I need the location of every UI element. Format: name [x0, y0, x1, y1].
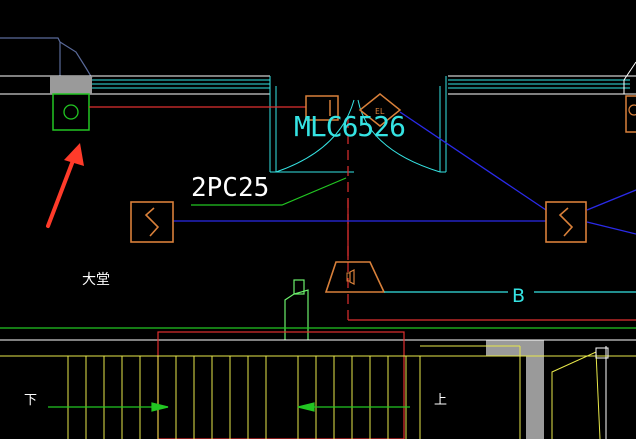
stair-down-label: 下	[24, 393, 37, 408]
speaker-icon[interactable]	[324, 261, 386, 293]
el-label: EL	[375, 107, 385, 116]
cable-label: 2PC25	[191, 173, 269, 203]
column-outline	[0, 37, 61, 76]
top-wall	[0, 75, 636, 95]
stair-direction-arrows	[48, 402, 410, 412]
red-circuit	[89, 106, 636, 321]
bus-label: B	[512, 285, 525, 307]
door-device-box[interactable]	[305, 95, 339, 121]
stair-treads	[0, 345, 636, 439]
red-stair-outline	[157, 331, 405, 439]
window-lines	[92, 76, 630, 173]
annotation-arrow-icon	[46, 143, 84, 228]
stair-up-label: 上	[434, 393, 447, 408]
blue-circuit	[173, 111, 636, 235]
right-edge-outline	[623, 61, 636, 94]
room-label: 大堂	[82, 272, 110, 288]
device-right-edge-icon[interactable]	[625, 95, 636, 133]
column-block-lower	[526, 356, 544, 439]
switch-right-icon[interactable]	[545, 201, 587, 243]
fixture-outline	[284, 279, 309, 340]
switch-left-icon[interactable]	[130, 201, 174, 243]
mlc-label: MLC6526	[294, 110, 405, 143]
column-block-right	[486, 340, 544, 356]
column-outline-2	[59, 41, 93, 79]
el-diamond-icon[interactable]: EL	[358, 93, 402, 127]
device-outlet-icon[interactable]	[52, 93, 90, 131]
cable-leader-line	[191, 177, 347, 206]
lower-right-door	[551, 347, 609, 439]
column-block	[50, 76, 92, 94]
